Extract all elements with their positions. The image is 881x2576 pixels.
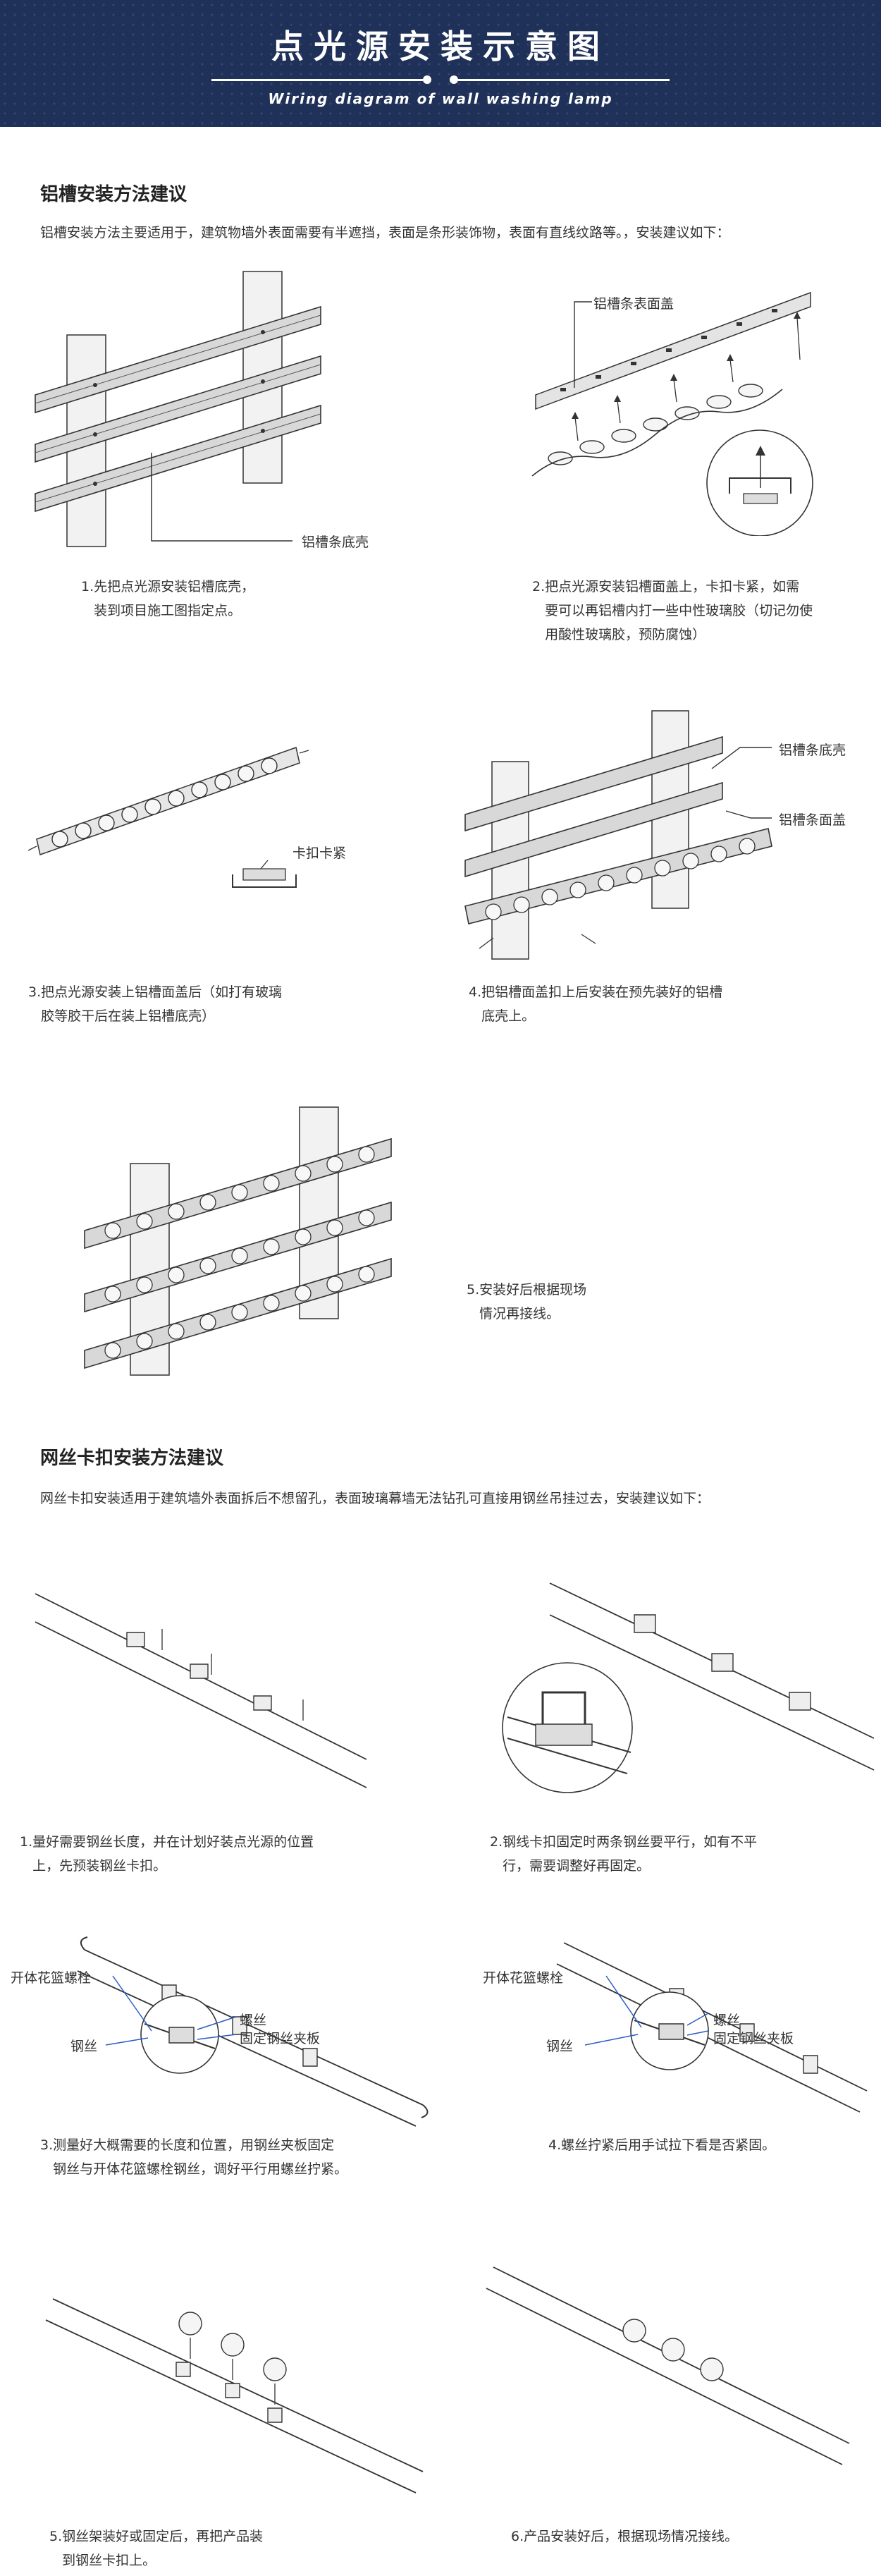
banner-rule-left xyxy=(211,79,423,81)
banner-dot-right xyxy=(450,75,458,84)
s2-step5-caption: 5.钢丝架装好或固定后，再把产品装 到钢丝卡扣上。 xyxy=(49,2529,264,2568)
s2-step3-label-turnbuckle: 开体花篮螺栓 xyxy=(11,1970,92,1986)
s2-step6-caption: 6.产品安装好后，根据现场情况接线。 xyxy=(511,2529,739,2544)
s2-step3-caption: 3.测量好大概需要的长度和位置，用钢丝夹板固定 钢丝与开体花篮螺栓钢丝，调好平行… xyxy=(40,2137,348,2177)
section2-intro: 网丝卡扣安装适用于建筑墙外表面拆后不想留孔，表面玻璃幕墙无法钻孔可直接用钢丝吊挂… xyxy=(40,1491,710,1506)
s1-step1-figure xyxy=(0,268,881,564)
s2-step4-figure xyxy=(0,1925,881,2144)
s1-step3-figure xyxy=(0,733,881,917)
s1-step5-caption: 5.安装好后根据现场 情况再接线。 xyxy=(467,1282,587,1321)
s1-step3-caption: 3.把点光源安装上铝槽面盖后（如打有玻璃 胶等胶干后在装上铝槽底壳） xyxy=(28,984,283,1024)
header-banner: 点光源安装示意图 Wiring diagram of wall washing … xyxy=(0,0,881,127)
s2-step1-caption: 1.量好需要钢丝长度，并在计划好装点光源的位置 上，先预装钢丝卡扣。 xyxy=(20,1834,314,1874)
banner-rule-right xyxy=(458,79,670,81)
s2-step2-figure xyxy=(0,1573,881,1798)
section1-intro: 铝槽安装方法主要适用于，建筑物墙外表面需要有半遮挡，表面是条形装饰物，表面有直线… xyxy=(40,225,730,240)
s2-step4-label-screw: 螺丝 xyxy=(713,2013,741,2028)
s1-step4-caption: 4.把铝槽面盖扣上后安装在预先装好的铝槽 底壳上。 xyxy=(469,984,723,1024)
s1-step2-caption: 2.把点光源安装铝槽面盖上，卡扣卡紧，如需 要可以再铝槽内打一些中性玻璃胶（切记… xyxy=(532,579,813,642)
s2-step4-label-wire: 钢丝 xyxy=(546,2039,574,2054)
s1-step5-figure xyxy=(0,1100,881,1382)
s2-step3-detail-circle xyxy=(141,1996,218,2073)
s2-step3-label-wire: 钢丝 xyxy=(70,2039,98,2054)
s1-step3-label-clip: 卡扣卡紧 xyxy=(292,846,347,861)
s2-step4-detail-circle xyxy=(631,1992,708,2070)
s1-step4-label-cover: 铝槽条面盖 xyxy=(779,812,846,828)
s1-step1-caption: 1.先把点光源安装铝槽底壳， 装到项目施工图指定点。 xyxy=(81,579,255,618)
s1-step4-label-base: 铝槽条底壳 xyxy=(779,743,846,758)
s2-step4-caption: 4.螺丝拧紧后用手试拉下看是否紧固。 xyxy=(548,2137,776,2153)
s2-step4-label-turnbuckle: 开体花篮螺栓 xyxy=(483,1970,564,1986)
s1-step4-figure xyxy=(0,705,881,966)
s2-step6-figure xyxy=(0,2250,881,2482)
s1-cover-strip xyxy=(536,293,811,409)
s1-step1-leader xyxy=(152,453,292,541)
section1-title: 铝槽安装方法建议 xyxy=(40,184,187,205)
s1-detail-circle xyxy=(707,430,813,536)
s1-clip-detail xyxy=(233,860,296,887)
section2-title: 网丝卡扣安装方法建议 xyxy=(40,1448,224,1469)
s1-step1-label-base: 铝槽条底壳 xyxy=(302,535,369,550)
s1-step2-label-cover: 铝槽条表面盖 xyxy=(593,296,674,312)
s2-step2-detail-circle xyxy=(503,1663,632,1793)
s2-step1-figure xyxy=(0,1580,881,1791)
s2-step3-figure xyxy=(0,1932,881,2144)
s1-step2-figure xyxy=(0,268,881,536)
banner-title: 点光源安装示意图 xyxy=(271,28,610,66)
banner-dot-left xyxy=(423,75,431,84)
s2-step3-label-plate: 固定钢丝夹板 xyxy=(240,2031,321,2046)
banner-subtitle: Wiring diagram of wall washing lamp xyxy=(268,90,613,107)
s2-step2-caption: 2.钢线卡扣固定时两条钢丝要平行，如有不平 行，需要调整好再固定。 xyxy=(490,1834,758,1874)
s2-step4-label-plate: 固定钢丝夹板 xyxy=(713,2031,794,2046)
s2-step3-label-screw: 螺丝 xyxy=(240,2013,267,2028)
s2-step5-figure xyxy=(0,2278,881,2503)
